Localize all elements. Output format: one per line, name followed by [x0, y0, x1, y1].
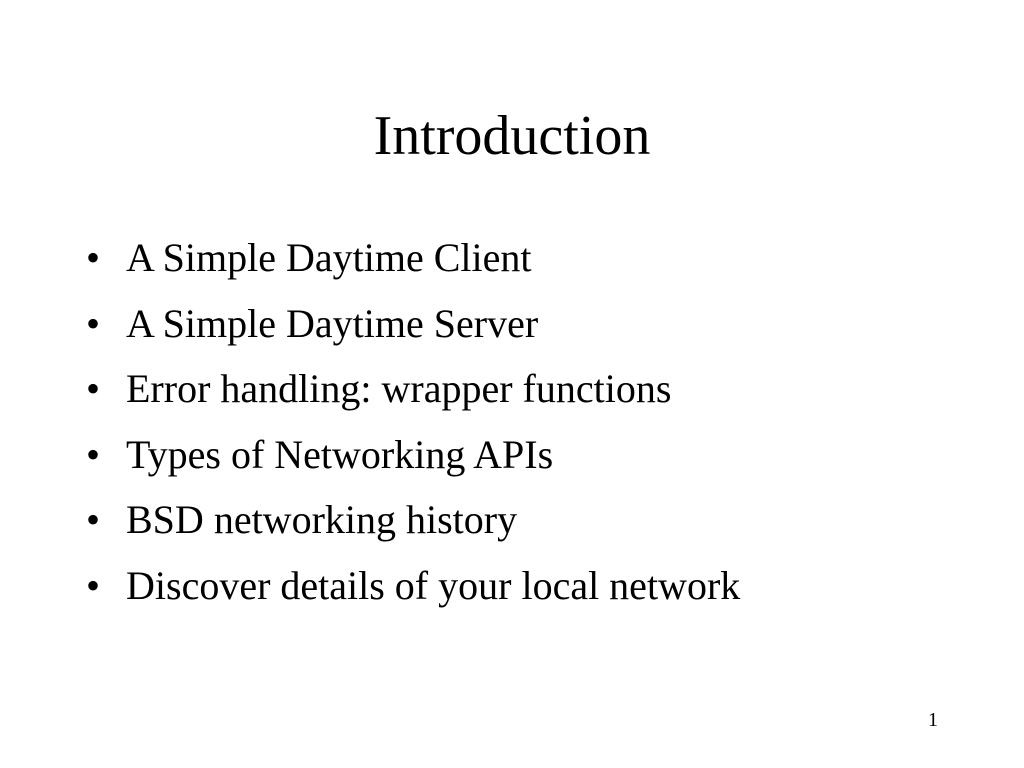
bullet-text: Error handling: wrapper functions — [126, 366, 672, 411]
bullet-text: A Simple Daytime Client — [126, 235, 532, 280]
bullet-text: BSD networking history — [126, 497, 518, 542]
page-number: 1 — [928, 709, 938, 731]
bullet-marker: • — [86, 300, 101, 346]
bullet-text: Discover details of your local network — [126, 562, 741, 608]
bullet-marker: • — [86, 431, 101, 477]
bullet-marker: • — [86, 497, 101, 542]
bullet-marker: • — [86, 235, 101, 280]
bullet-marker: • — [86, 366, 101, 411]
slide-title: Introduction — [373, 105, 651, 167]
list-item: • A Simple Daytime Client — [86, 226, 986, 292]
list-item: • Error handling: wrapper functions — [86, 357, 986, 423]
bullet-text: A Simple Daytime Server — [126, 300, 539, 346]
bullet-list: • A Simple Daytime Client • A Simple Day… — [86, 226, 986, 619]
list-item: • Types of Networking APIs — [86, 423, 986, 489]
list-item: • Discover details of your local network — [86, 554, 986, 620]
list-item: • BSD networking history — [86, 488, 986, 554]
bullet-marker: • — [86, 562, 101, 608]
list-item: • A Simple Daytime Server — [86, 292, 986, 358]
bullet-text: Types of Networking APIs — [126, 431, 554, 477]
